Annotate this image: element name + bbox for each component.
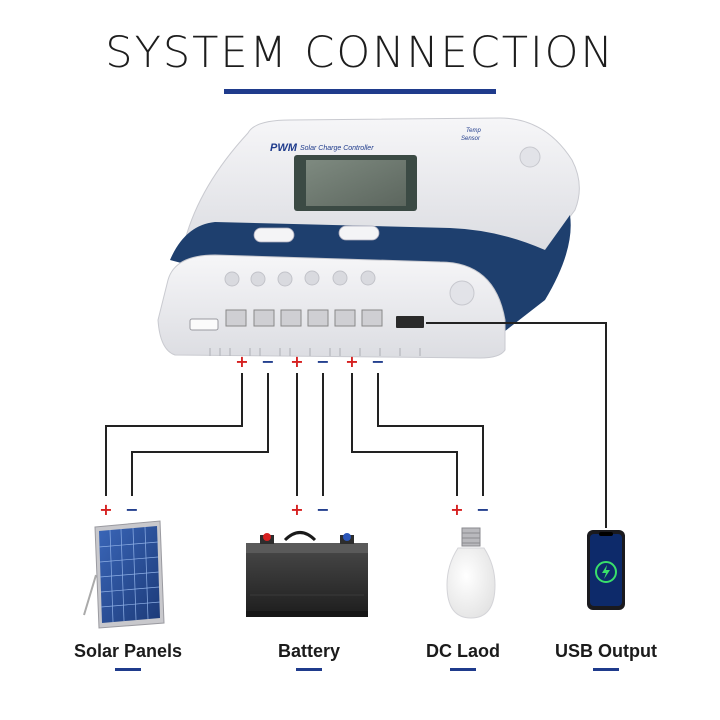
controller-polarity-marks: + − + − + − [235, 352, 384, 371]
controller-button-right[interactable] [338, 225, 380, 241]
solar-minus-mark: − [261, 352, 274, 371]
sensor-label-2: Sensor [461, 136, 481, 142]
usb-port [396, 316, 424, 328]
mount-hole-top [519, 146, 541, 168]
battery-plus-mark: + [290, 352, 303, 371]
controller-button-left[interactable] [253, 227, 295, 243]
solar-panel-icon [83, 520, 165, 629]
load-minus-mark: − [371, 352, 384, 371]
screw-holes [224, 270, 376, 287]
solar-panels-underline [115, 668, 141, 671]
sensor-label-1: Temp [466, 128, 481, 134]
usb-output-underline [593, 668, 619, 671]
solar-plus-wire [105, 373, 243, 496]
load-minus-wire [377, 373, 484, 496]
controller-subtitle: Solar Charge Controller [300, 145, 374, 152]
solar-minus-wire [131, 373, 269, 496]
usb-wire [426, 322, 607, 528]
load-plus-wire [351, 373, 458, 496]
usb-output-label: USB Output [555, 641, 657, 661]
battery-icon [246, 531, 368, 617]
solar-panel-minus: − [125, 500, 138, 519]
dc-load-underline [450, 668, 476, 671]
solar-panels-label: Solar Panels [73, 641, 183, 661]
title-underline [224, 89, 496, 94]
component-polarity-marks: + − + − + − [99, 500, 489, 519]
dc-load-label: DC Laod [426, 641, 500, 661]
battery-label: Battery [277, 641, 341, 661]
terminal-block [189, 309, 424, 331]
load-plus-mark: + [345, 352, 358, 371]
load-plus: + [450, 500, 463, 519]
page-title: SYSTEM CONNECTION [105, 28, 615, 78]
battery-minus: − [316, 500, 329, 519]
wiring [105, 322, 607, 528]
controller-brand: PWM [270, 142, 298, 154]
solar-plus-mark: + [235, 352, 248, 371]
smartphone-icon [587, 530, 625, 610]
mount-hole-front [449, 280, 475, 306]
lcd-screen [306, 160, 406, 206]
solar-panel-plus: + [99, 500, 112, 519]
vent-grille [209, 348, 421, 356]
charge-controller: PWM Solar Charge Controller Temp Sensor [157, 117, 580, 359]
battery-plus: + [290, 500, 303, 519]
battery-underline [296, 668, 322, 671]
load-minus: − [476, 500, 489, 519]
battery-minus-mark: − [316, 352, 329, 371]
light-bulb-icon [446, 527, 496, 619]
